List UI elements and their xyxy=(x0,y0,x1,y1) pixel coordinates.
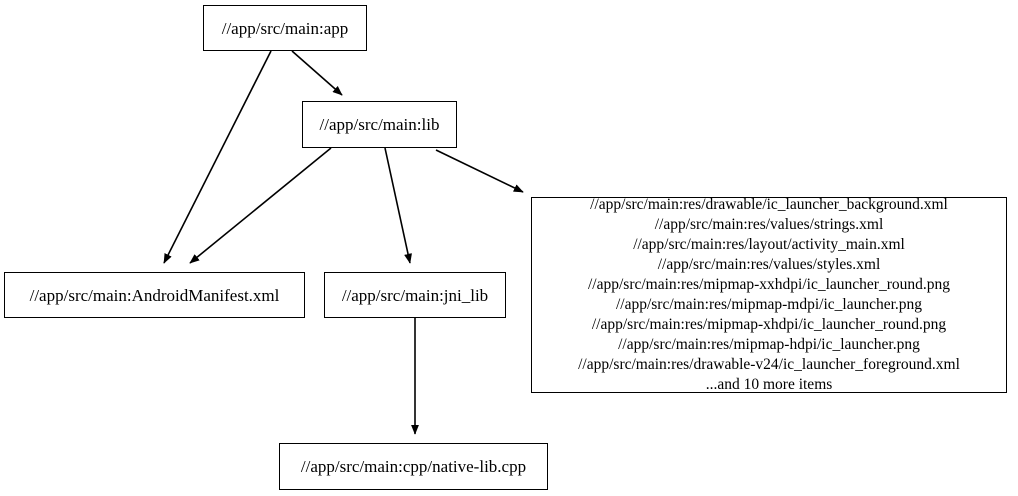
graph-node-res-bundle-label: //app/src/main:res/drawable/ic_launcher_… xyxy=(578,196,960,393)
edge-app-to-manifest xyxy=(163,50,272,264)
graph-node-res-bundle[interactable]: //app/src/main:res/drawable/ic_launcher_… xyxy=(531,196,1007,393)
edge-lib-to-res xyxy=(435,149,524,193)
graph-node-androidmanifest-label: //app/src/main:AndroidManifest.xml xyxy=(29,285,280,305)
graph-node-lib[interactable]: //app/src/main:lib xyxy=(302,101,457,148)
edge-lib-to-manifest xyxy=(189,147,332,264)
edge-lib-to-jni xyxy=(384,147,412,264)
graph-node-lib-label: //app/src/main:lib xyxy=(319,115,440,134)
graph-node-androidmanifest[interactable]: //app/src/main:AndroidManifest.xml xyxy=(4,272,305,318)
graph-node-jni-lib[interactable]: //app/src/main:jni_lib xyxy=(324,272,506,318)
edge-app-to-lib xyxy=(291,50,343,96)
graph-node-app-label: //app/src/main:app xyxy=(221,18,349,38)
graph-node-native-lib-cpp-label: //app/src/main:cpp/native-lib.cpp xyxy=(300,457,527,476)
graph-node-native-lib-cpp[interactable]: //app/src/main:cpp/native-lib.cpp xyxy=(279,443,548,490)
graph-node-jni-lib-label: //app/src/main:jni_lib xyxy=(341,285,489,305)
graph-node-app[interactable]: //app/src/main:app xyxy=(203,5,367,51)
